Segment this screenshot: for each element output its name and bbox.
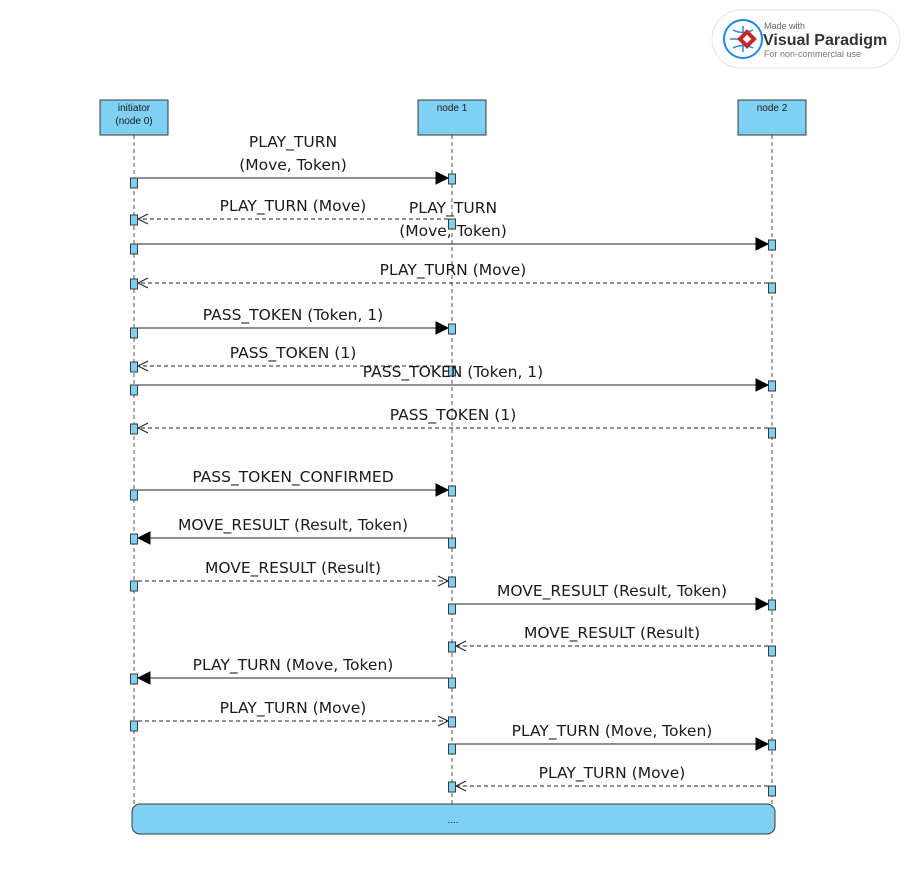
activation-box bbox=[130, 361, 138, 373]
activation-box bbox=[448, 537, 456, 549]
messages: PLAY_TURN(Move, Token) PLAY_TURN (Move) … bbox=[130, 133, 776, 797]
message[interactable]: PLAY_TURN (Move, Token) bbox=[130, 199, 776, 255]
message-label: PASS_TOKEN (Token, 1) bbox=[363, 363, 543, 382]
message-label: MOVE_RESULT (Result, Token) bbox=[497, 582, 727, 601]
activation-box bbox=[130, 580, 138, 592]
message-label: MOVE_RESULT (Result, Token) bbox=[178, 516, 408, 535]
message[interactable]: PLAY_TURN (Move) bbox=[130, 699, 456, 732]
activation-box bbox=[130, 720, 138, 732]
message[interactable]: PASS_TOKEN (Token, 1) bbox=[130, 363, 776, 396]
message[interactable]: PASS_TOKEN_CONFIRMED bbox=[130, 468, 456, 501]
activation-box bbox=[130, 423, 138, 435]
activation-box bbox=[130, 327, 138, 339]
activation-box bbox=[130, 489, 138, 501]
activation-box bbox=[448, 173, 456, 185]
activation-box bbox=[130, 177, 138, 189]
watermark-badge: Made with Visual Paradigm For non-commer… bbox=[711, 9, 901, 69]
filled-arrowhead-icon bbox=[755, 737, 770, 751]
message[interactable]: PASS_TOKEN (Token, 1) bbox=[130, 306, 456, 339]
visual-paradigm-logo-icon bbox=[723, 19, 763, 59]
badge-line-3: For non-commercial use bbox=[764, 49, 861, 59]
lifeline-initiator-title-line-2: (node 0) bbox=[115, 116, 152, 127]
message[interactable]: PLAY_TURN (Move) bbox=[130, 197, 456, 230]
activation-box bbox=[130, 533, 138, 545]
filled-arrowhead-icon bbox=[435, 321, 450, 335]
filled-arrowhead-icon bbox=[136, 531, 151, 545]
lifeline-initiator[interactable]: initiator (node 0) bbox=[99, 99, 169, 834]
activation-box bbox=[768, 239, 776, 251]
activation-box bbox=[448, 323, 456, 335]
activation-box bbox=[448, 781, 456, 793]
message[interactable]: MOVE_RESULT (Result) bbox=[130, 559, 456, 592]
activation-box bbox=[130, 278, 138, 290]
message-label: PLAY_TURN (Move) bbox=[380, 261, 527, 280]
filled-arrowhead-icon bbox=[755, 597, 770, 611]
activation-box bbox=[448, 485, 456, 497]
activation-box bbox=[768, 645, 776, 657]
message-label-line-2: (Move, Token) bbox=[239, 156, 347, 174]
message[interactable]: PLAY_TURN (Move, Token) bbox=[130, 656, 456, 689]
message-label-line-1: PLAY_TURN bbox=[249, 133, 337, 152]
badge-line-1: Made with bbox=[764, 21, 805, 31]
activation-box bbox=[768, 599, 776, 611]
lifeline-node-2-title: node 2 bbox=[757, 103, 788, 114]
message-label: MOVE_RESULT (Result) bbox=[205, 559, 381, 578]
activation-box bbox=[448, 576, 456, 588]
message-label: PLAY_TURN (Move) bbox=[220, 699, 367, 718]
message-label: PLAY_TURN (Move) bbox=[220, 197, 367, 216]
message[interactable]: MOVE_RESULT (Result, Token) bbox=[130, 516, 456, 549]
message[interactable]: PLAY_TURN (Move) bbox=[448, 764, 776, 797]
filled-arrowhead-icon bbox=[136, 671, 151, 685]
message-label: PASS_TOKEN_CONFIRMED bbox=[192, 468, 393, 487]
activation-box bbox=[130, 384, 138, 396]
message[interactable]: PASS_TOKEN (1) bbox=[130, 344, 456, 377]
filled-arrowhead-icon bbox=[755, 237, 770, 251]
activation-box bbox=[768, 282, 776, 294]
message-label: PASS_TOKEN (Token, 1) bbox=[203, 306, 383, 325]
message-label: PASS_TOKEN (1) bbox=[230, 344, 357, 363]
message[interactable]: PLAY_TURN (Move, Token) bbox=[130, 133, 456, 189]
activation-box bbox=[130, 214, 138, 226]
filled-arrowhead-icon bbox=[435, 483, 450, 497]
message[interactable]: PASS_TOKEN (1) bbox=[130, 406, 776, 439]
activation-box bbox=[448, 677, 456, 689]
activation-box bbox=[130, 243, 138, 255]
message-label-line-1: PLAY_TURN bbox=[409, 199, 497, 218]
message[interactable]: MOVE_RESULT (Result, Token) bbox=[448, 582, 776, 615]
lifeline-initiator-title-line-1: initiator bbox=[118, 103, 151, 114]
activation-box bbox=[448, 716, 456, 728]
lifeline-node-2[interactable]: node 2 bbox=[737, 99, 807, 834]
message-label: MOVE_RESULT (Result) bbox=[524, 624, 700, 643]
message-label: PLAY_TURN (Move, Token) bbox=[512, 722, 713, 741]
message[interactable]: PLAY_TURN (Move, Token) bbox=[448, 722, 776, 755]
continuation-label: .... bbox=[447, 815, 458, 826]
activation-box bbox=[448, 641, 456, 653]
message[interactable]: MOVE_RESULT (Result) bbox=[448, 624, 776, 657]
activation-box bbox=[768, 785, 776, 797]
activation-box bbox=[768, 739, 776, 751]
filled-arrowhead-icon bbox=[755, 378, 770, 392]
activation-box bbox=[130, 673, 138, 685]
lifeline-node-1-title: node 1 bbox=[437, 103, 468, 114]
activation-box bbox=[768, 380, 776, 392]
message[interactable]: PLAY_TURN (Move) bbox=[130, 261, 776, 294]
activation-box bbox=[448, 365, 456, 377]
activation-box bbox=[448, 603, 456, 615]
activation-box bbox=[768, 427, 776, 439]
continuation-bar[interactable]: .... bbox=[131, 803, 776, 835]
message-label: PASS_TOKEN (1) bbox=[390, 406, 517, 425]
message-label-line-2: (Move, Token) bbox=[399, 222, 507, 240]
activation-box bbox=[448, 743, 456, 755]
activation-box bbox=[448, 218, 456, 230]
message-label: PLAY_TURN (Move, Token) bbox=[193, 656, 394, 675]
badge-line-2: Visual Paradigm bbox=[763, 32, 887, 49]
filled-arrowhead-icon bbox=[435, 171, 450, 185]
message-label: PLAY_TURN (Move) bbox=[539, 764, 686, 783]
